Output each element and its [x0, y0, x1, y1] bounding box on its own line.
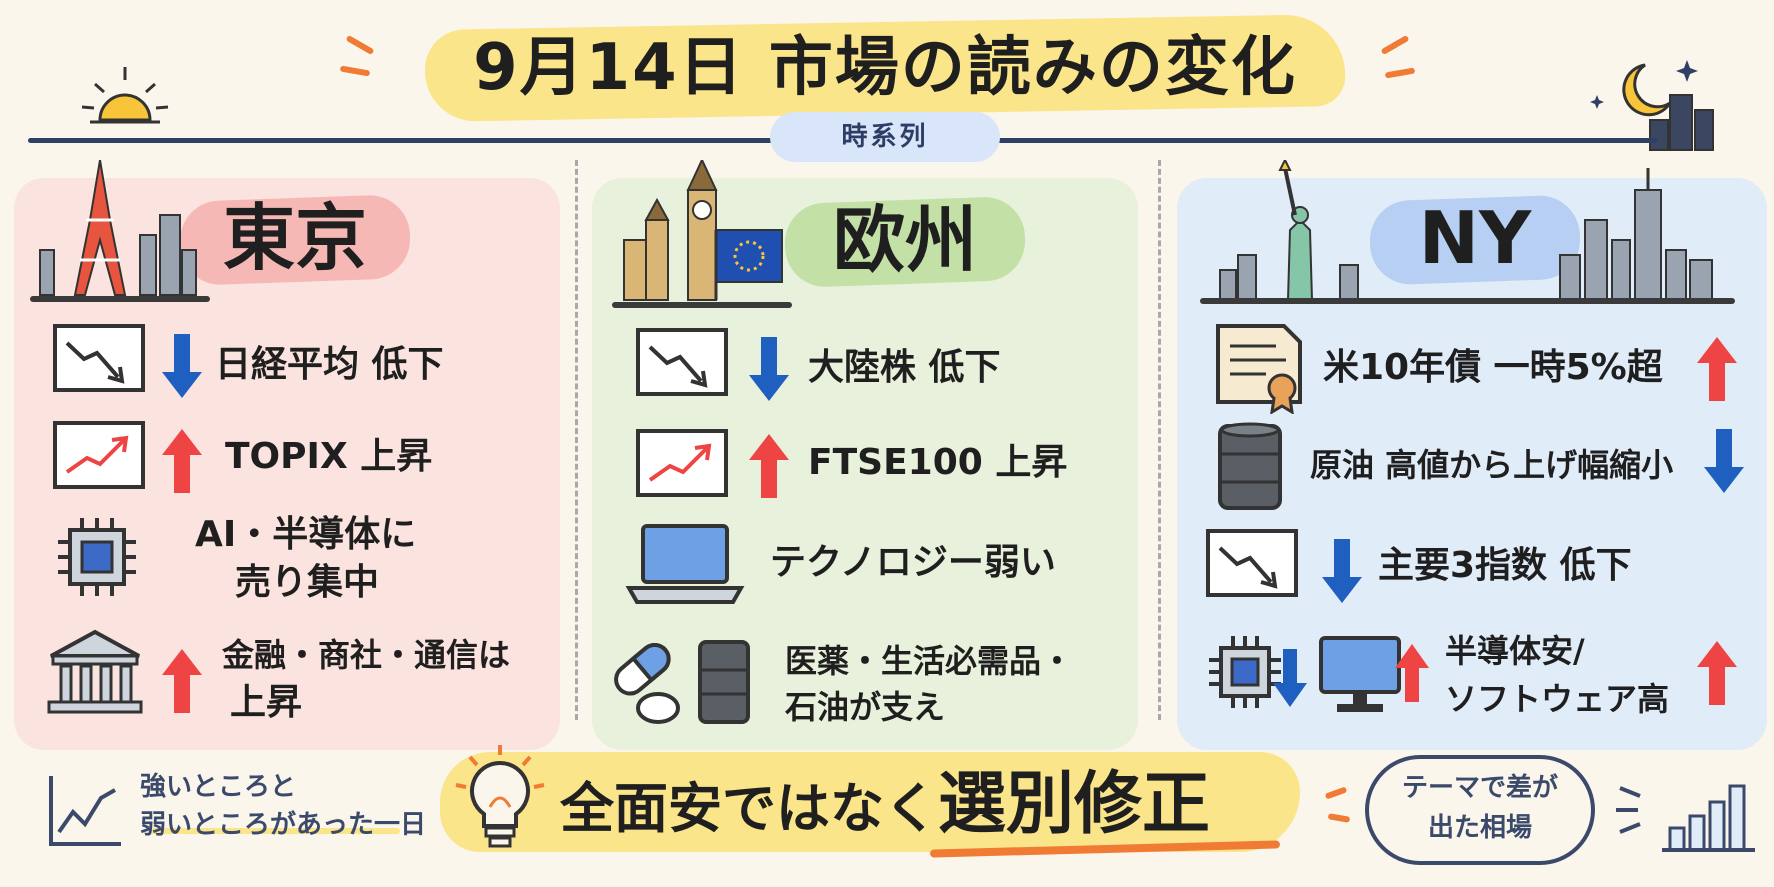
- arrow-up-icon: [162, 649, 202, 713]
- arrow-up-icon: [1697, 641, 1737, 705]
- arrow-up-icon: [1697, 337, 1737, 401]
- arrow-up-icon: [1395, 644, 1429, 702]
- arrow-down-icon: [749, 337, 789, 401]
- ny-skyline-base: [1200, 298, 1735, 304]
- divider: [1158, 160, 1161, 720]
- chip-icon: [1209, 636, 1281, 708]
- cloud-text: テーマで差が 出た相場: [1365, 768, 1595, 848]
- europe-item-line2: 石油が支え: [785, 688, 946, 726]
- tokyo-tower-icon: [39, 160, 197, 296]
- page-title: 9月14日 市場の読みの変化: [473, 31, 1297, 105]
- moon-city-icon: [1590, 60, 1714, 151]
- bond-certificate-icon: [1216, 324, 1302, 414]
- arrow-down-icon: [1704, 429, 1744, 493]
- ny-item-line1: 半導体安/: [1445, 632, 1585, 670]
- conclusion-highlight: [440, 752, 1300, 852]
- liberty-skyline-icon: [1219, 160, 1713, 301]
- europe-skyline-base: [612, 302, 792, 308]
- cloud-line2: 出た相場: [1427, 813, 1532, 843]
- arrow-down-icon: [1273, 649, 1307, 707]
- bank-icon: [47, 629, 143, 714]
- europe-item-text: テクノロジー弱い: [770, 542, 1056, 583]
- note-left-line1: 強いところと: [140, 772, 297, 802]
- tokyo-item-text: 日経平均 低下: [215, 344, 444, 385]
- spark-mark: [345, 34, 375, 56]
- note-left-line2: 弱いところがあった一日: [140, 810, 427, 840]
- cloud-line1: テーマで差が: [1401, 773, 1558, 803]
- tokyo-item-line2: 売り集中: [235, 562, 380, 603]
- arrow-down-icon: [1322, 539, 1362, 603]
- ny-title: NY: [1418, 196, 1532, 280]
- big-ben-eu-flag-icon: [623, 160, 783, 301]
- chart-down-icon: [636, 328, 728, 396]
- ny-item-text: 原油 高値から上げ幅縮小: [1310, 446, 1674, 484]
- tokyo-skyline-base: [30, 296, 210, 302]
- spark-mark: [339, 65, 371, 77]
- divider: [575, 160, 578, 720]
- trend-chart-icon: [49, 776, 121, 846]
- europe-item-text: 大陸株 低下: [808, 347, 1001, 388]
- spark-mark: [1384, 67, 1416, 79]
- ny-item-text: 主要3指数 低下: [1378, 545, 1632, 586]
- arrow-down-icon: [162, 334, 202, 398]
- chart-down-icon: [53, 324, 145, 392]
- tokyo-item-line2: 上昇: [230, 682, 303, 723]
- ny-item-text: 米10年債 一時5%超: [1323, 347, 1663, 388]
- chart-up-icon: [636, 429, 728, 497]
- conclusion-text: 全面安ではなく選別修正: [560, 755, 1340, 855]
- lightbulb-icon: [455, 745, 545, 848]
- pill-oil-icon: [614, 640, 750, 724]
- europe-title: 欧州: [832, 198, 977, 282]
- conclusion-prefix: 全面安ではなく: [560, 777, 938, 840]
- note-left: 強いところと 弱いところがあった一日: [140, 768, 430, 844]
- monitor-icon: [1319, 636, 1401, 712]
- tokyo-item-line1: AI・半導体に: [195, 514, 417, 555]
- spark-mark: [1380, 34, 1410, 56]
- chart-up-icon: [53, 421, 145, 489]
- timeline-label: 時系列: [770, 112, 1000, 162]
- speech-cloud: [1365, 755, 1595, 865]
- bar-chart-icon: [1616, 784, 1755, 852]
- chart-down-icon: [1206, 529, 1298, 597]
- sun-icon: [81, 67, 169, 124]
- arrow-up-icon: [162, 429, 202, 493]
- conclusion-emphasis: 選別修正: [938, 765, 1211, 844]
- chip-icon: [58, 518, 136, 596]
- europe-item-line1: 医薬・生活必需品・: [785, 642, 1074, 680]
- tokyo-item-text: TOPIX 上昇: [225, 436, 433, 477]
- arrow-up-icon: [749, 434, 789, 498]
- oil-barrel-icon: [1218, 422, 1282, 510]
- tokyo-item-line1: 金融・商社・通信は: [222, 636, 511, 674]
- laptop-icon: [625, 524, 745, 604]
- note-underline: [150, 828, 400, 834]
- tokyo-title: 東京: [222, 196, 367, 280]
- europe-item-text: FTSE100 上昇: [808, 442, 1068, 483]
- ny-item-line2: ソフトウェア高: [1445, 680, 1670, 718]
